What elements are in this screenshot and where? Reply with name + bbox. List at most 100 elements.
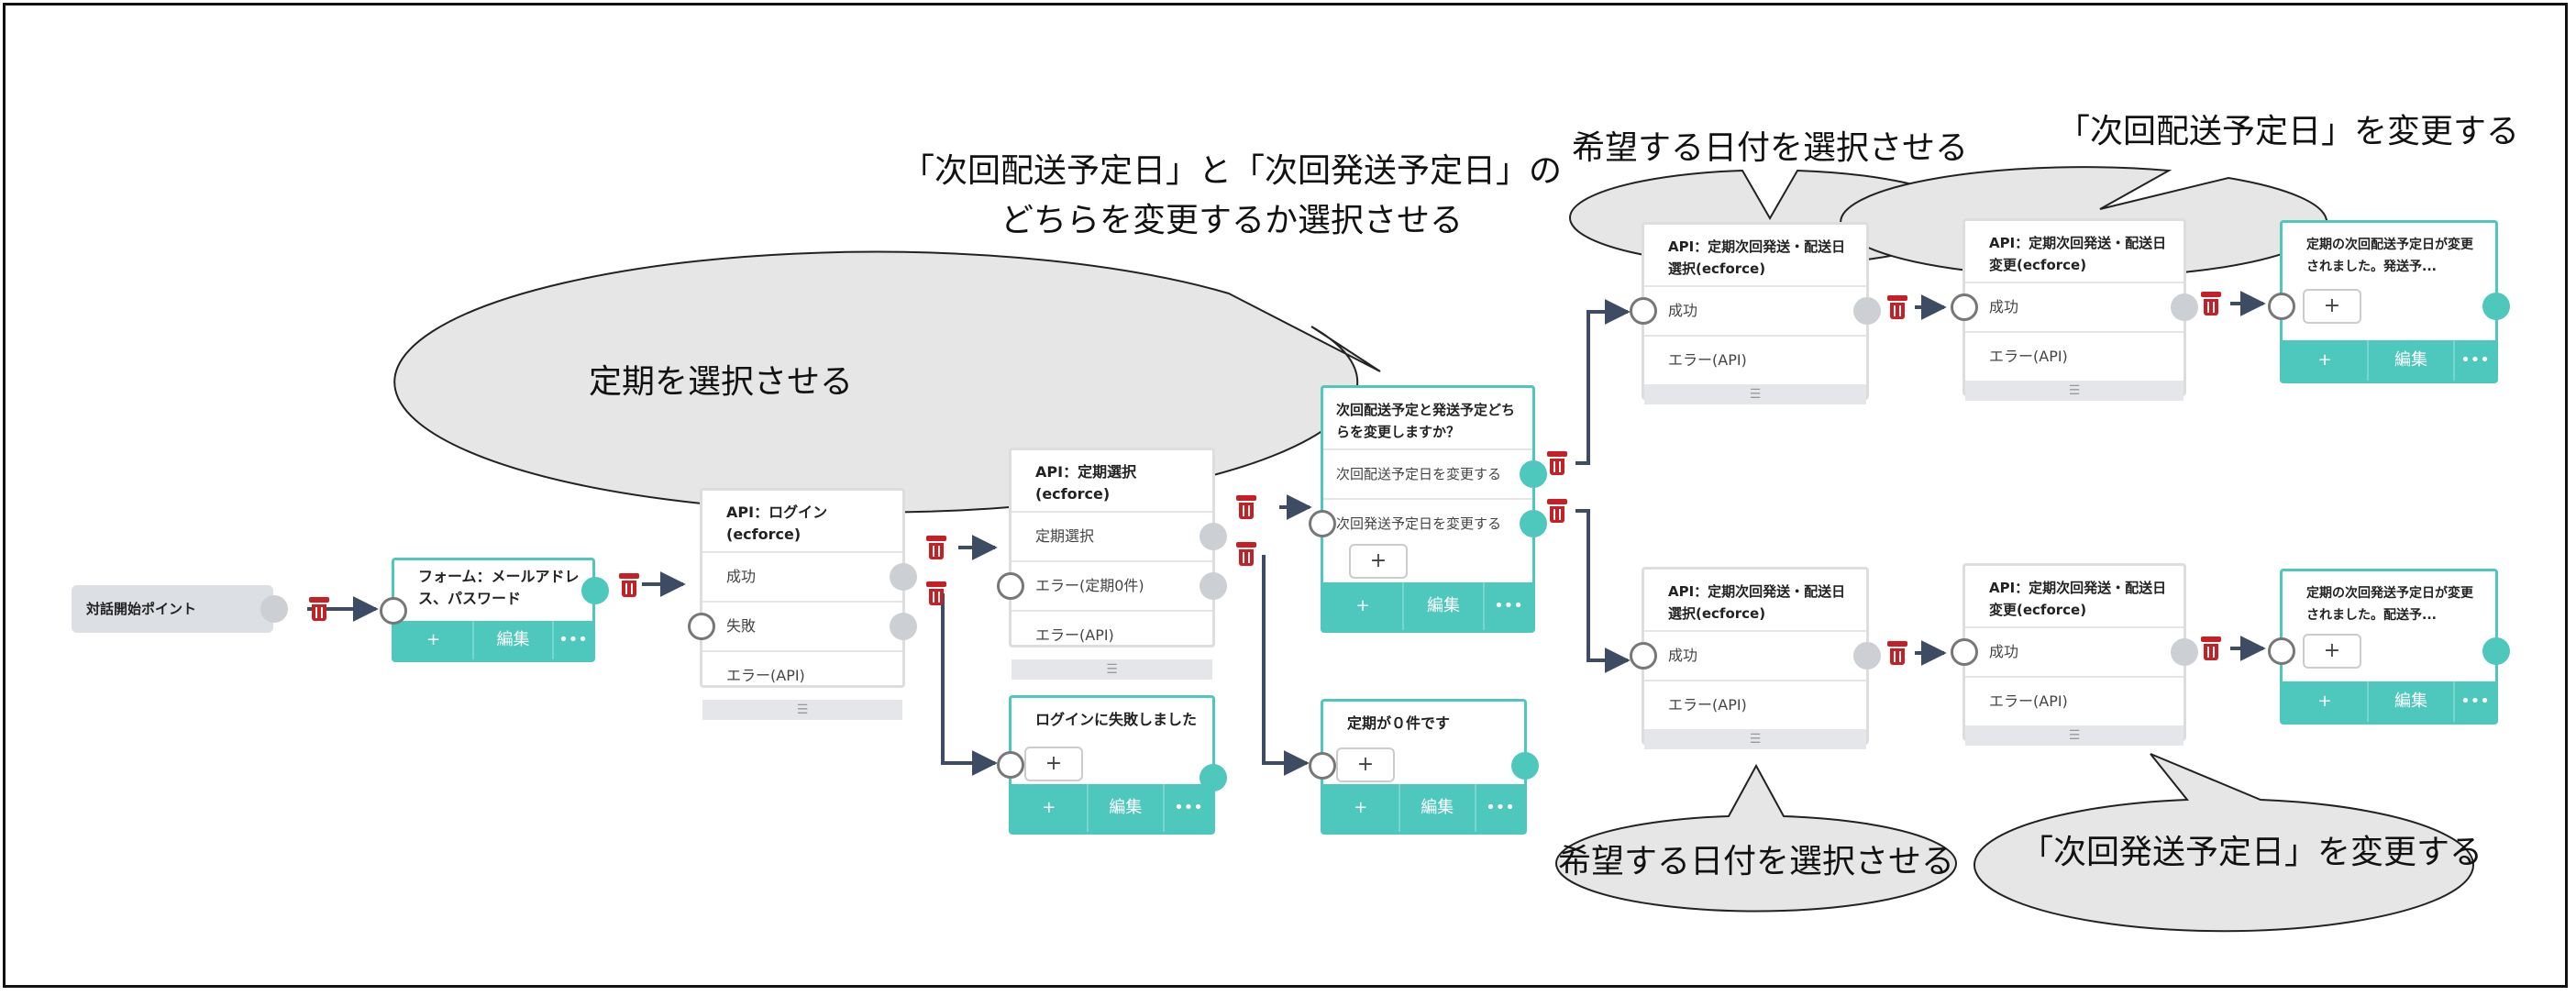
node-input-port[interactable] — [997, 572, 1024, 600]
trash-icon[interactable] — [309, 597, 329, 621]
branch-row[interactable]: 定期選択 — [1012, 511, 1227, 560]
branch-row[interactable]: 成功 — [1630, 285, 1881, 335]
edit-button[interactable]: 編集 — [1089, 784, 1165, 832]
edit-button[interactable]: 編集 — [474, 621, 554, 659]
branch-row[interactable]: 成功 — [1951, 626, 2198, 676]
branch-output-port[interactable] — [1520, 510, 1547, 537]
add-choice-button[interactable]: + — [2303, 289, 2361, 324]
branch-output-port[interactable] — [1200, 523, 1227, 550]
branch-row[interactable]: エラー(API) — [1644, 335, 1866, 384]
edit-button[interactable]: 編集 — [1404, 582, 1485, 630]
branch-row[interactable]: エラー(API) — [702, 650, 902, 700]
add-button[interactable]: + — [1012, 784, 1089, 832]
branch-row[interactable]: 失敗 — [688, 601, 917, 650]
branch-row[interactable]: 次回配送予定日を変更する — [1323, 448, 1547, 498]
node-output-port[interactable] — [1200, 764, 1227, 791]
diagram-frame — [3, 3, 2568, 988]
trash-icon[interactable] — [1236, 542, 1256, 566]
branch-output-port[interactable] — [2171, 293, 2198, 321]
node-form[interactable]: フォーム：メールアドレス、パスワード + 編集 ••• — [380, 558, 609, 662]
branch-row[interactable]: 成功 — [702, 551, 917, 601]
node-input-port[interactable] — [1630, 297, 1657, 325]
node-output-port[interactable] — [1511, 752, 1539, 780]
start-point[interactable]: 対話開始ポイント — [72, 585, 288, 633]
node-output-port[interactable] — [2482, 637, 2510, 665]
node-done-shipping[interactable]: 定期の次回発送予定日が変更されました。配送予... + + 編集 ••• — [2268, 569, 2510, 725]
more-button[interactable]: ••• — [2460, 692, 2490, 711]
branch-output-port[interactable] — [1200, 572, 1227, 600]
branch-row[interactable]: エラー(API) — [1644, 680, 1866, 729]
branch-row[interactable]: 成功 — [1630, 630, 1881, 680]
node-input-port[interactable] — [1951, 638, 1978, 666]
branch-row[interactable]: 次回発送予定日を変更する — [1309, 498, 1547, 548]
node-input-port[interactable] — [1309, 510, 1336, 537]
more-button[interactable]: ••• — [558, 630, 588, 649]
node-date-select-bottom[interactable]: API：定期次回発送・配送日選択(ecforce) 成功 エラー(API) ☰ — [1630, 567, 1881, 749]
drag-handle[interactable]: ☰ — [1965, 725, 2184, 746]
add-button[interactable]: + — [2283, 681, 2369, 722]
trash-icon[interactable] — [619, 573, 639, 597]
start-point-output-port[interactable] — [260, 595, 288, 623]
branch-row[interactable]: エラー(定期0件) — [997, 560, 1227, 610]
add-choice-button[interactable]: + — [1336, 747, 1395, 782]
node-login-failed[interactable]: ログインに失敗しました + + 編集 ••• — [997, 695, 1227, 835]
branch-output-port[interactable] — [890, 563, 917, 591]
drag-handle[interactable]: ☰ — [1012, 659, 1212, 680]
branch-row[interactable]: エラー(API) — [1012, 610, 1212, 659]
node-input-port[interactable] — [688, 613, 715, 640]
node-which-date[interactable]: 次回配送予定と発送予定どちらを変更しますか？ 次回配送予定日を変更する 次回発送… — [1309, 385, 1547, 633]
add-button[interactable]: + — [1323, 582, 1404, 630]
node-no-plan[interactable]: 定期が０件です + + 編集 ••• — [1309, 699, 1539, 835]
branch-row[interactable]: エラー(API) — [1965, 331, 2184, 381]
edit-button[interactable]: 編集 — [2369, 340, 2455, 381]
branch-output-port[interactable] — [890, 613, 917, 640]
trash-icon[interactable] — [926, 581, 946, 605]
node-input-port[interactable] — [1951, 293, 1978, 321]
more-button[interactable]: ••• — [2460, 350, 2490, 370]
node-output-port[interactable] — [581, 577, 609, 604]
node-input-port[interactable] — [997, 751, 1024, 779]
trash-icon[interactable] — [926, 536, 946, 559]
node-login[interactable]: API：ログイン(ecforce) 成功 失敗 エラー(API) ☰ — [688, 488, 917, 720]
node-done-delivery[interactable]: 定期の次回配送予定日が変更されました。発送予... + + 編集 ••• — [2268, 220, 2510, 383]
trash-icon[interactable] — [1887, 295, 1907, 319]
drag-handle[interactable]: ☰ — [1965, 381, 2184, 401]
add-button[interactable]: + — [2283, 340, 2369, 381]
add-choice-button[interactable]: + — [2303, 634, 2361, 669]
branch-output-port[interactable] — [2171, 638, 2198, 666]
node-date-change-top[interactable]: API：定期次回発送・配送日変更(ecforce) 成功 エラー(API) ☰ — [1951, 218, 2198, 401]
more-button[interactable]: ••• — [1494, 596, 1523, 615]
branch-output-port[interactable] — [1853, 297, 1881, 325]
trash-icon[interactable] — [1547, 499, 1567, 523]
node-input-port[interactable] — [1630, 642, 1657, 670]
branch-row[interactable]: エラー(API) — [1965, 676, 2184, 725]
edit-button[interactable]: 編集 — [2369, 681, 2455, 722]
branch-row[interactable]: 成功 — [1951, 282, 2198, 331]
node-output-port[interactable] — [2482, 293, 2510, 320]
node-select-plan[interactable]: API：定期選択(ecforce) 定期選択 エラー(定期0件) エラー(API… — [997, 448, 1227, 680]
add-choice-button[interactable]: + — [1349, 544, 1408, 579]
node-date-change-bottom[interactable]: API：定期次回発送・配送日変更(ecforce) 成功 エラー(API) ☰ — [1951, 563, 2198, 746]
trash-icon[interactable] — [2201, 636, 2221, 660]
trash-icon[interactable] — [1887, 641, 1907, 665]
node-input-port[interactable] — [380, 597, 407, 625]
node-input-port[interactable] — [2268, 637, 2295, 665]
more-button[interactable]: ••• — [1486, 798, 1515, 817]
trash-icon[interactable] — [1236, 495, 1256, 519]
node-input-port[interactable] — [2268, 293, 2295, 320]
add-choice-button[interactable]: + — [1024, 747, 1083, 781]
branch-output-port[interactable] — [1853, 642, 1881, 670]
node-input-port[interactable] — [1309, 752, 1336, 780]
drag-handle[interactable]: ☰ — [1644, 384, 1866, 404]
add-button[interactable]: + — [1323, 784, 1400, 832]
add-button[interactable]: + — [394, 621, 474, 659]
trash-icon[interactable] — [1547, 451, 1567, 475]
branch-output-port[interactable] — [1520, 460, 1547, 488]
trash-icon[interactable] — [2201, 292, 2221, 315]
node-title: API：定期次回発送・配送日変更(ecforce) — [1989, 580, 2167, 618]
node-date-select-top[interactable]: API：定期次回発送・配送日選択(ecforce) 成功 エラー(API) ☰ — [1630, 222, 1881, 404]
edit-button[interactable]: 編集 — [1400, 784, 1476, 832]
drag-handle[interactable]: ☰ — [702, 700, 902, 720]
drag-handle[interactable]: ☰ — [1644, 729, 1866, 749]
more-button[interactable]: ••• — [1174, 798, 1203, 817]
